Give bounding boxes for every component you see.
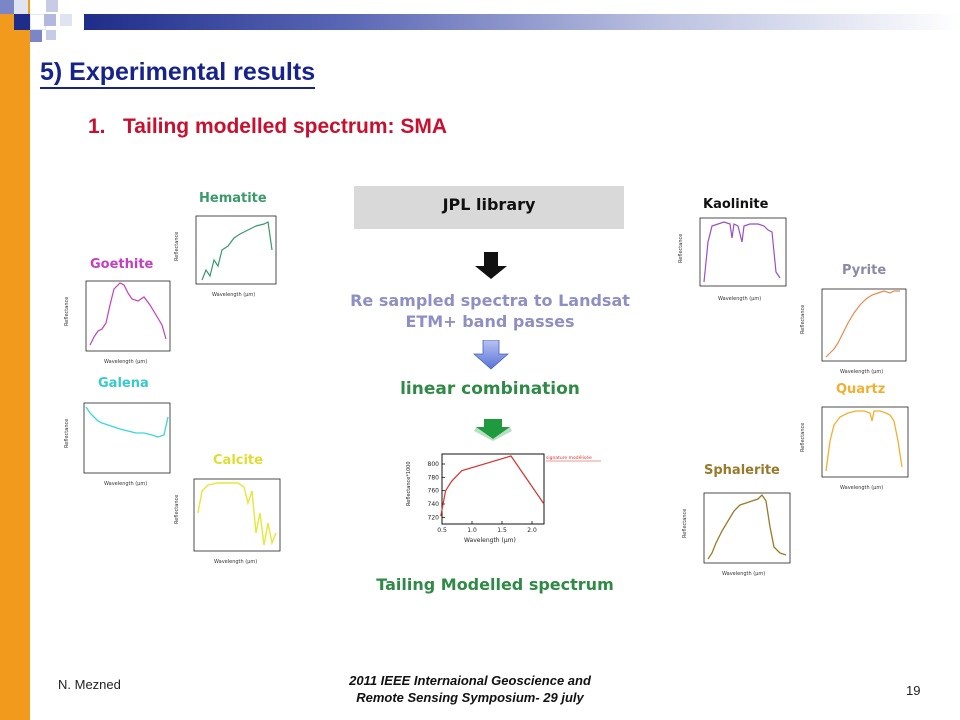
tailing-modelled-spectrum-title: Tailing Modelled spectrum: [376, 575, 614, 594]
label-galena: Galena: [98, 376, 149, 391]
subtitle-number: 1.: [88, 115, 106, 138]
kaolinite-spectrum-plot: Reflectance Wavelength (µm): [678, 217, 787, 302]
axis-label: Reflectance: [174, 495, 180, 524]
top-gradient-band: [84, 14, 960, 30]
subtitle: 1. Tailing modelled spectrum: SMA: [88, 115, 447, 139]
hematite-spectrum-plot: Reflectance Wavelength (µm): [174, 215, 277, 298]
linear-combination-text: linear combination: [400, 379, 580, 399]
page-title: 5) Experimental results: [40, 58, 316, 89]
resample-text: Re sampled spectra to Landsat ETM+ band …: [320, 290, 660, 332]
label-hematite: Hematite: [199, 191, 267, 206]
axis-label: Wavelength (µm): [104, 359, 147, 365]
axis-label: Reflectance: [64, 297, 70, 326]
subtitle-text: Tailing modelled spectrum: SMA: [123, 115, 448, 138]
label-goethite: Goethite: [90, 257, 154, 272]
label-kaolinite: Kaolinite: [703, 197, 769, 212]
axis-label: Reflectance: [174, 232, 180, 261]
label-pyrite: Pyrite: [842, 263, 887, 278]
goethite-spectrum-plot: Reflectance Wavelength (µm): [64, 280, 171, 365]
result-series-line: [440, 455, 545, 517]
y-tick-label: 780: [428, 474, 440, 481]
galena-spectrum-plot: Reflectance Wavelength (µm): [64, 402, 171, 487]
result-legend-label: signature modélisée: [546, 454, 592, 461]
result-x-axis-label: Wavelength (µm): [464, 537, 516, 544]
axis-label: Wavelength (µm): [214, 559, 257, 565]
jpl-library-box: [354, 186, 624, 229]
axis-label: Wavelength (µm): [212, 292, 255, 298]
pyrite-spectrum-plot: Reflectance Wavelength (µm): [800, 288, 907, 375]
x-tick-label: 0.5: [437, 527, 447, 534]
axis-label: Reflectance: [800, 305, 806, 334]
result-x-ticks: 0.5 1.0 1.5 2.0: [437, 521, 537, 534]
axis-label: Reflectance: [682, 509, 688, 538]
sphalerite-spectrum-plot: Reflectance Wavelength (µm): [682, 492, 791, 577]
axis-label: Reflectance: [678, 234, 684, 263]
tailing-model-chart: 720 740 760 780 800 0.5 1.0 1.5 2.0 Reflectance…: [406, 453, 601, 544]
calcite-spectrum-plot: Reflectance Wavelength (µm): [174, 478, 281, 565]
x-tick-label: 1.0: [467, 527, 477, 534]
label-quartz: Quartz: [836, 382, 886, 397]
arrow-down-icon: [475, 252, 507, 279]
x-tick-label: 2.0: [527, 527, 537, 534]
y-tick-label: 800: [428, 461, 440, 468]
label-sphalerite: Sphalerite: [704, 463, 780, 478]
footer-author: N. Mezned: [58, 677, 121, 692]
axis-label: Wavelength (µm): [104, 481, 147, 487]
result-y-axis-label: Reflectance*1000: [406, 461, 412, 506]
y-tick-label: 760: [428, 488, 440, 495]
arrow-down-icon: [474, 419, 512, 441]
axis-label: Wavelength (µm): [840, 369, 883, 375]
left-orange-bar: [0, 0, 30, 720]
quartz-spectrum-plot: Reflectance Wavelength (µm): [800, 406, 909, 491]
conference-line-2: Remote Sensing Symposium- 29 july: [356, 690, 584, 705]
page-number: 19: [906, 683, 921, 698]
label-calcite: Calcite: [213, 453, 263, 468]
y-tick-label: 720: [428, 514, 440, 521]
arrow-down-icon: [472, 340, 510, 370]
resample-line-2: ETM+ band passes: [405, 312, 575, 331]
result-y-ticks: 720 740 760 780 800: [428, 461, 445, 521]
axis-label: Wavelength (µm): [718, 296, 761, 302]
axis-label: Reflectance: [800, 423, 806, 452]
axis-label: Wavelength (µm): [840, 485, 883, 491]
footer-conference: 2011 IEEE Internaional Geoscience and Re…: [300, 672, 640, 706]
resample-line-1: Re sampled spectra to Landsat: [350, 291, 630, 310]
y-tick-label: 740: [428, 501, 440, 508]
axis-label: Reflectance: [64, 419, 70, 448]
jpl-library-label: JPL library: [442, 195, 536, 214]
result-plot-frame: [441, 453, 545, 525]
conference-line-1: 2011 IEEE Internaional Geoscience and: [349, 673, 591, 688]
axis-label: Wavelength (µm): [722, 571, 765, 577]
x-tick-label: 1.5: [497, 527, 507, 534]
